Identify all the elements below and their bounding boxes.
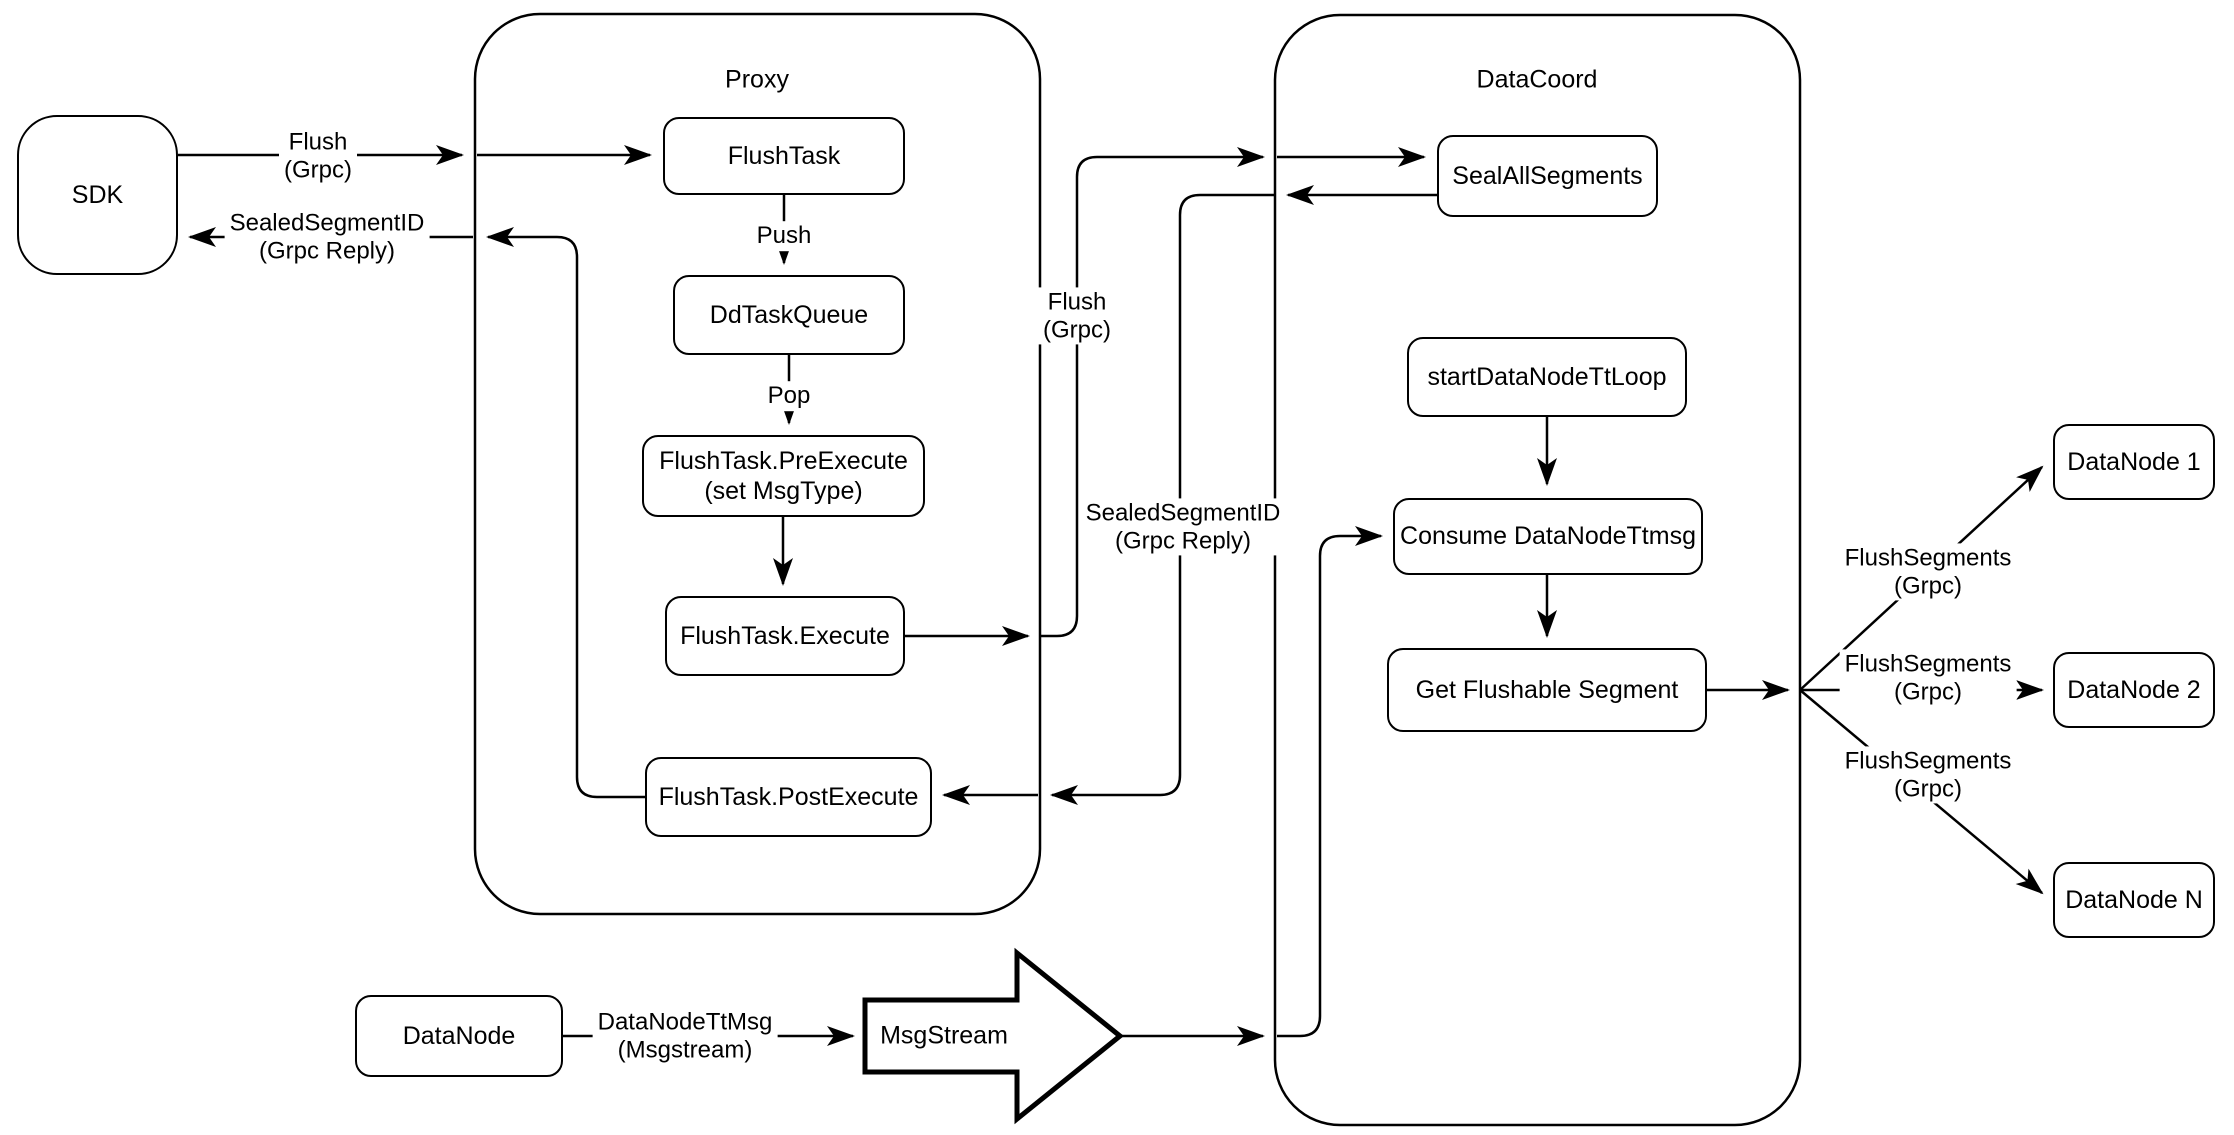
node-sealallsegments-label: SealAllSegments <box>1452 161 1643 190</box>
datacoord-container <box>1273 13 1802 1127</box>
node-postexecute: FlushTask.PostExecute <box>645 757 932 837</box>
node-startdatanodettloop-label: startDataNodeTtLoop <box>1427 362 1667 391</box>
edge-label-sealedsegmentid-mid: SealedSegmentID (Grpc Reply) <box>1080 498 1286 556</box>
edge-label-line: Flush <box>288 128 348 156</box>
node-flushtask-label: FlushTask <box>727 141 841 170</box>
edge-label-line: (Grpc) <box>1894 678 1962 705</box>
edge-label-line: Push <box>756 222 812 250</box>
edge-postexecute-to-proxy-edge <box>486 227 645 799</box>
msgstream-label: MsgStream <box>880 1021 1008 1050</box>
node-sealallsegments: SealAllSegments <box>1437 135 1658 217</box>
edge-label-line: (Grpc Reply) <box>258 237 396 264</box>
edge-label-line: SealedSegmentID <box>229 209 425 237</box>
edge-label-line: (Grpc) <box>1894 572 1962 599</box>
edge-label-line: FlushSegments <box>1844 747 2012 775</box>
edge-proxy-to-datacoord-flush <box>1041 147 1265 638</box>
node-sdk-label: SDK <box>71 180 124 209</box>
edge-label-line: FlushSegments <box>1844 544 2012 572</box>
edge-label-line: (Grpc) <box>284 156 352 183</box>
node-preexecute-label: FlushTask.PreExecute <box>659 446 908 475</box>
datacoord-title: DataCoord <box>1476 65 1598 94</box>
node-consume-datanodettmsg-label: Consume DataNodeTtmsg <box>1400 522 1696 551</box>
node-consume-datanodettmsg: Consume DataNodeTtmsg <box>1393 498 1703 575</box>
node-datanode-source: DataNode <box>355 995 563 1077</box>
node-startdatanodettloop: startDataNodeTtLoop <box>1407 337 1687 417</box>
edge-datacoord-to-proxy-sealed <box>1050 193 1274 805</box>
node-ddtaskqueue-label: DdTaskQueue <box>709 300 869 329</box>
node-preexecute-sublabel: (set MsgType) <box>704 477 863 505</box>
proxy-container <box>473 12 1042 916</box>
node-datanode-1: DataNode 1 <box>2053 424 2215 500</box>
msgstream-arrow-shape <box>862 947 1124 1125</box>
node-datanode-source-label: DataNode <box>402 1021 516 1050</box>
edge-label-line: Pop <box>767 382 811 410</box>
node-execute-label: FlushTask.Execute <box>680 621 890 650</box>
node-datanode-n: DataNode N <box>2053 862 2215 938</box>
edge-label-flushsegments-2: FlushSegments (Grpc) <box>1839 649 2017 707</box>
node-datanode-1-label: DataNode 1 <box>2067 447 2201 476</box>
node-datanode-n-label: DataNode N <box>2065 885 2203 914</box>
edge-label-push: Push <box>751 221 817 251</box>
node-datanode-2: DataNode 2 <box>2053 652 2215 728</box>
edge-label-sealedsegmentid-sdk: SealedSegmentID (Grpc Reply) <box>224 208 430 266</box>
edge-label-flush-grpc-mid: Flush (Grpc) <box>1038 287 1116 345</box>
node-postexecute-label: FlushTask.PostExecute <box>658 782 919 811</box>
edge-label-flushsegments-1: FlushSegments (Grpc) <box>1839 543 2017 601</box>
edge-datacoord-to-consume <box>1277 526 1383 1038</box>
edge-label-line: (Grpc Reply) <box>1114 527 1252 554</box>
node-flushtask: FlushTask <box>663 117 905 195</box>
node-execute: FlushTask.Execute <box>665 596 905 676</box>
node-get-flushable-segment: Get Flushable Segment <box>1387 648 1707 732</box>
node-preexecute: FlushTask.PreExecute (set MsgType) <box>642 435 925 517</box>
edge-label-line: SealedSegmentID <box>1085 499 1281 527</box>
edge-label-line: DataNodeTtMsg <box>597 1008 773 1036</box>
edge-label-line: (Msgstream) <box>617 1036 753 1063</box>
node-get-flushable-segment-label: Get Flushable Segment <box>1415 675 1679 704</box>
node-sdk: SDK <box>17 115 178 275</box>
node-ddtaskqueue: DdTaskQueue <box>673 275 905 355</box>
edge-label-line: (Grpc) <box>1894 775 1962 802</box>
edge-label-flush-grpc-sdk: Flush (Grpc) <box>279 127 357 185</box>
edge-label-line: FlushSegments <box>1844 650 2012 678</box>
edge-label-pop: Pop <box>762 381 816 411</box>
edge-label-flushsegments-3: FlushSegments (Grpc) <box>1839 746 2017 804</box>
edge-label-line: Flush <box>1047 288 1107 316</box>
edge-label-line: (Grpc) <box>1043 316 1111 343</box>
proxy-title: Proxy <box>725 65 789 94</box>
edge-label-datanodettmsg: DataNodeTtMsg (Msgstream) <box>592 1007 778 1065</box>
node-datanode-2-label: DataNode 2 <box>2067 675 2201 704</box>
